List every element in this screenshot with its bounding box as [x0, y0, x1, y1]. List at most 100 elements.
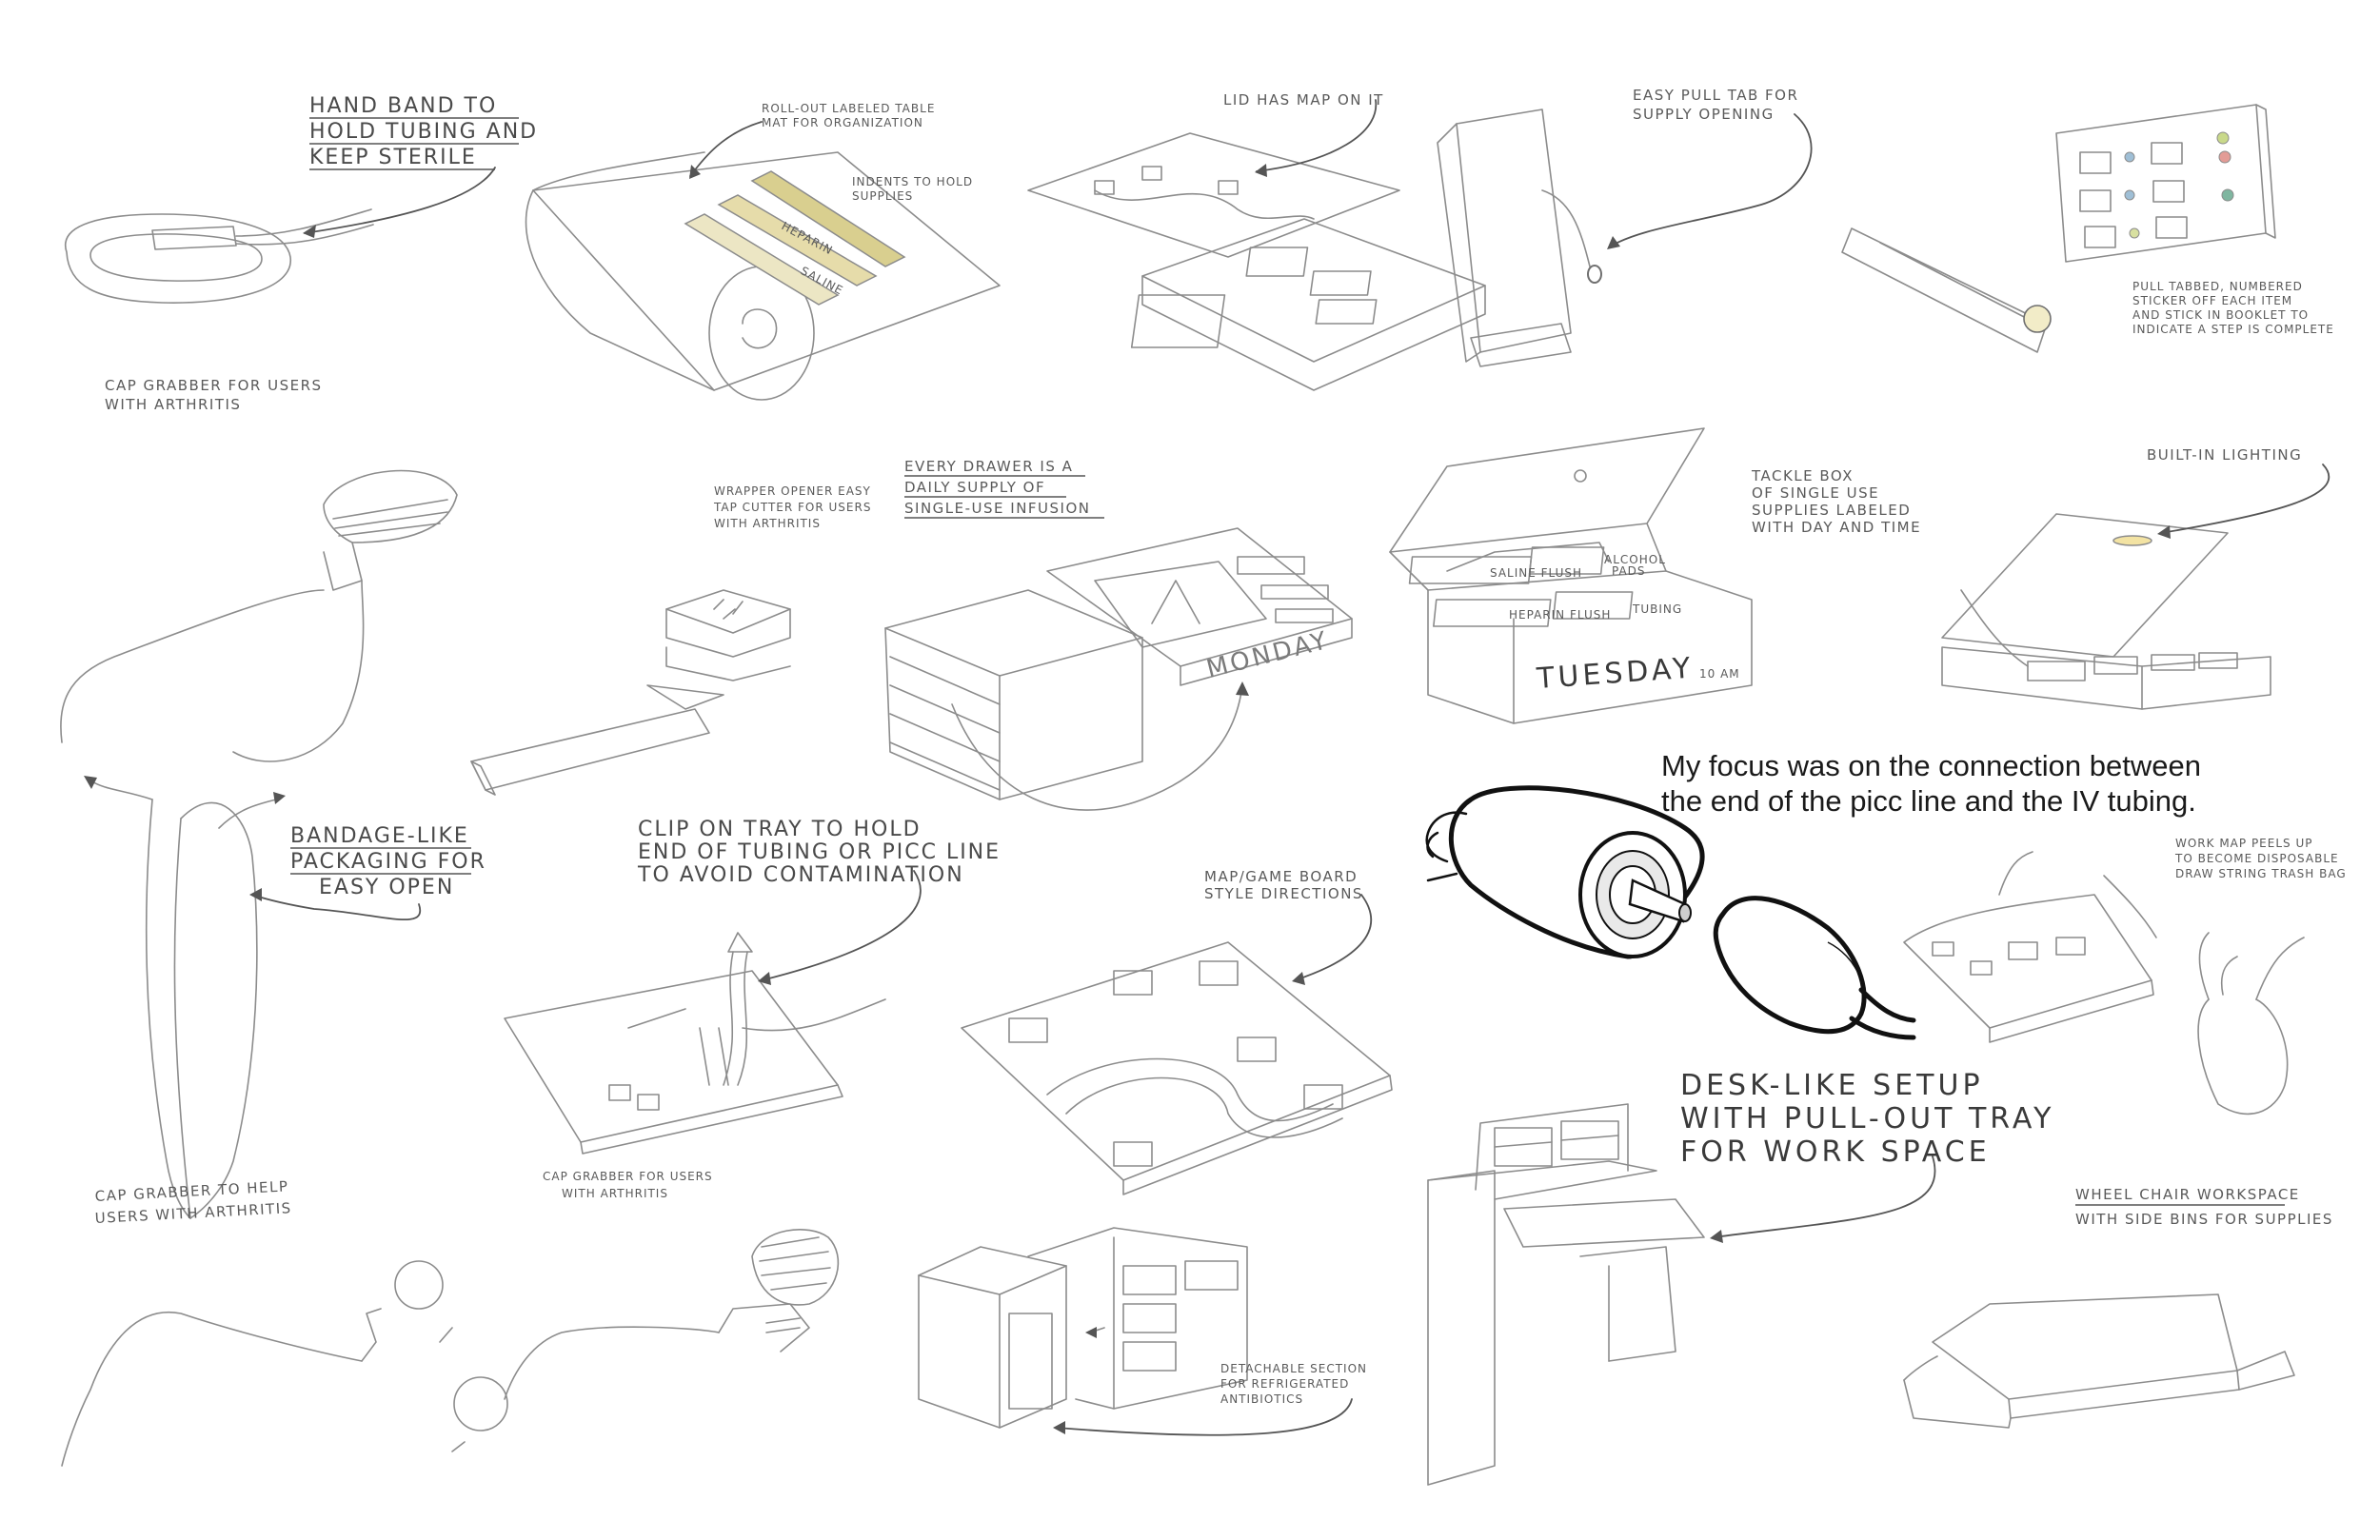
roll-mat-line-1: ROLL-OUT LABELED TABLE	[762, 102, 935, 115]
clip-line-3: TO AVOID CONTAMINATION	[637, 863, 964, 887]
bandage-line-3: EASY OPEN	[319, 876, 454, 899]
bandage-packaging-sketch	[84, 776, 286, 1219]
work-map-line-1: WORK MAP PEELS UP	[2175, 837, 2312, 850]
roll-mat-line-2: MAT FOR ORGANIZATION	[762, 116, 923, 129]
lid-map-note: LID HAS MAP ON IT	[1223, 91, 1384, 177]
picc-connector-drawing	[1425, 785, 1916, 1040]
sticker-line-1: PULL TABBED, NUMBERED	[2132, 280, 2303, 293]
wrapper-opener-sketch	[470, 589, 791, 796]
tuesday-label: TUESDAY	[1535, 652, 1695, 697]
wheelchair-line-2: WITH SIDE BINS FOR SUPPLIES	[2075, 1211, 2333, 1228]
bottle-sketch-3	[504, 1229, 840, 1400]
lit-box-sketch	[1941, 513, 2271, 710]
clip-tray-sketch	[504, 932, 886, 1155]
detachable-line-2: FOR REFRIGERATED	[1220, 1377, 1349, 1391]
tackle-line-1: TACKLE BOX	[1751, 467, 1854, 484]
map-board-line-2: STYLE DIRECTIONS	[1204, 885, 1363, 902]
fridge-cabinet-sketch	[918, 1227, 1248, 1429]
pull-tab-line-1: EASY PULL TAB FOR	[1633, 87, 1798, 104]
tackle-line-4: WITH DAY AND TIME	[1752, 519, 1921, 536]
lid-map-box-sketch	[1027, 132, 1486, 391]
saline-tray	[717, 194, 878, 286]
hand-band-line-3: KEEP STERILE	[309, 146, 477, 169]
sticker-booklet-sketch	[1841, 104, 2276, 353]
desk-setup-sketch	[1427, 1103, 1705, 1486]
cap-grabber-3-line-2: USERS WITH ARTHRITIS	[94, 1199, 292, 1227]
detachable-line-3: ANTIBIOTICS	[1220, 1392, 1303, 1406]
indents-note: INDENTS TO HOLD SUPPLIES	[852, 175, 973, 203]
roll-mat-note: ROLL-OUT LABELED TABLE MAT FOR ORGANIZAT…	[689, 102, 935, 179]
indents-line-1: INDENTS TO HOLD	[852, 175, 973, 188]
tackle-line-2: OF SINGLE USE	[1752, 484, 1879, 502]
work-map-line-2: TO BECOME DISPOSABLE	[2174, 852, 2339, 865]
alcohol-pads-line-1: ALCOHOL	[1604, 553, 1666, 566]
work-map-sketch	[1903, 851, 2305, 1116]
saline-flush-label: SALINE FLUSH	[1490, 566, 1582, 580]
cap-grabber-1-line-2: WITH ARTHRITIS	[105, 396, 241, 413]
cap-grabber-note-3: CAP GRABBER TO HELP USERS WITH ARTHRITIS	[94, 1177, 292, 1227]
monday-label: MONDAY	[1203, 626, 1332, 684]
hand-band-line-1: HAND BAND TO	[309, 94, 497, 118]
lighting-note: BUILT-IN LIGHTING	[2147, 446, 2330, 539]
bandage-line-2: PACKAGING FOR	[290, 850, 486, 874]
desk-line-1: DESK-LIKE SETUP	[1680, 1069, 1984, 1102]
bandage-note: BANDAGE-LIKE PACKAGING FOR EASY OPEN	[249, 824, 486, 921]
sticker-line-3: AND STICK IN BOOKLET TO	[2132, 308, 2309, 322]
cap-grabber-note-1: CAP GRABBER FOR USERS WITH ARTHRITIS	[105, 377, 323, 413]
sticker-line-4: INDICATE A STEP IS COMPLETE	[2132, 323, 2334, 336]
desk-line-2: WITH PULL-OUT TRAY	[1680, 1102, 2054, 1135]
drawer-note: EVERY DRAWER IS A DAILY SUPPLY OF SINGLE…	[904, 458, 1104, 519]
clip-line-2: END OF TUBING OR PICC LINE	[638, 840, 1001, 864]
wrapper-line-1: WRAPPER OPENER EASY	[714, 484, 871, 498]
wheelchair-note: WHEEL CHAIR WORKSPACE WITH SIDE BINS FOR…	[2075, 1186, 2333, 1228]
tackle-box-sketch	[1389, 427, 1753, 724]
pull-tab-package-sketch	[1437, 109, 1602, 367]
desk-note: DESK-LIKE SETUP WITH PULL-OUT TRAY FOR W…	[1680, 1069, 2054, 1243]
clip-line-1: CLIP ON TRAY TO HOLD	[638, 818, 922, 841]
drawer-line-3: SINGLE-USE INFUSION	[904, 500, 1091, 517]
drawer-line-1: EVERY DRAWER IS A	[904, 458, 1073, 475]
work-map-note: WORK MAP PEELS UP TO BECOME DISPOSABLE D…	[2174, 837, 2347, 880]
tubing-label: TUBING	[1632, 602, 1682, 616]
work-map-line-3: DRAW STRING TRASH BAG	[2175, 867, 2347, 880]
tackle-note: TACKLE BOX OF SINGLE USE SUPPLIES LABELE…	[1751, 467, 1921, 536]
wrapper-line-2: TAP CUTTER FOR USERS	[713, 501, 871, 514]
drawer-line-2: DAILY SUPPLY OF	[904, 479, 1045, 496]
clip-note: CLIP ON TRAY TO HOLD END OF TUBING OR PI…	[637, 818, 1001, 985]
wheelchair-line-1: WHEEL CHAIR WORKSPACE	[2075, 1186, 2300, 1203]
bottle-sketch-2	[61, 1260, 508, 1467]
cap-grabber-1-line-1: CAP GRABBER FOR USERS	[105, 377, 323, 394]
wrapper-note: WRAPPER OPENER EASY TAP CUTTER FOR USERS…	[713, 484, 871, 530]
focus-line-2: the end of the picc line and the IV tubi…	[1661, 784, 2196, 818]
heparin-flush-label: HEPARIN FLUSH	[1509, 608, 1611, 622]
cap-grabber-note-2: CAP GRABBER FOR USERS WITH ARTHRITIS	[543, 1170, 713, 1200]
lid-map-text: LID HAS MAP ON IT	[1223, 91, 1384, 109]
wrapper-line-3: WITH ARTHRITIS	[714, 517, 821, 530]
hand-band-note: HAND BAND TO HOLD TUBING AND KEEP STERIL…	[303, 94, 536, 238]
hand-band-sketch	[64, 208, 374, 304]
alcohol-pads-line-2: PADS	[1612, 564, 1646, 578]
sticker-line-2: STICKER OFF EACH ITEM	[2132, 294, 2292, 307]
roll-out-mat-sketch: HEPARIN SALINE	[525, 151, 1001, 401]
bottle-sketch-1	[60, 469, 458, 762]
heparin-tray	[750, 170, 906, 267]
map-board-line-1: MAP/GAME BOARD	[1204, 868, 1358, 885]
focus-statement: My focus was on the connection between t…	[1661, 749, 2201, 818]
cap-grabber-2-line-2: WITH ARTHRITIS	[562, 1187, 668, 1200]
pull-tab-note: EASY PULL TAB FOR SUPPLY OPENING	[1607, 87, 1813, 249]
desk-line-3: FOR WORK SPACE	[1680, 1135, 1991, 1169]
pull-tab-line-2: SUPPLY OPENING	[1633, 106, 1775, 123]
detachable-line-1: DETACHABLE SECTION	[1220, 1362, 1367, 1375]
indents-line-2: SUPPLIES	[852, 189, 913, 203]
focus-line-1: My focus was on the connection between	[1661, 749, 2201, 782]
tackle-line-3: SUPPLIES LABELED	[1752, 502, 1911, 519]
ten-am-label: 10 AM	[1699, 667, 1740, 681]
cap-grabber-2-line-1: CAP GRABBER FOR USERS	[543, 1170, 713, 1183]
game-board-sketch	[961, 941, 1393, 1195]
lighting-text: BUILT-IN LIGHTING	[2147, 446, 2302, 464]
drawer-stack-sketch	[884, 527, 1353, 811]
wheelchair-tray-sketch	[1903, 1293, 2295, 1429]
map-board-note: MAP/GAME BOARD STYLE DIRECTIONS	[1204, 868, 1373, 985]
bandage-line-1: BANDAGE-LIKE	[290, 824, 469, 848]
